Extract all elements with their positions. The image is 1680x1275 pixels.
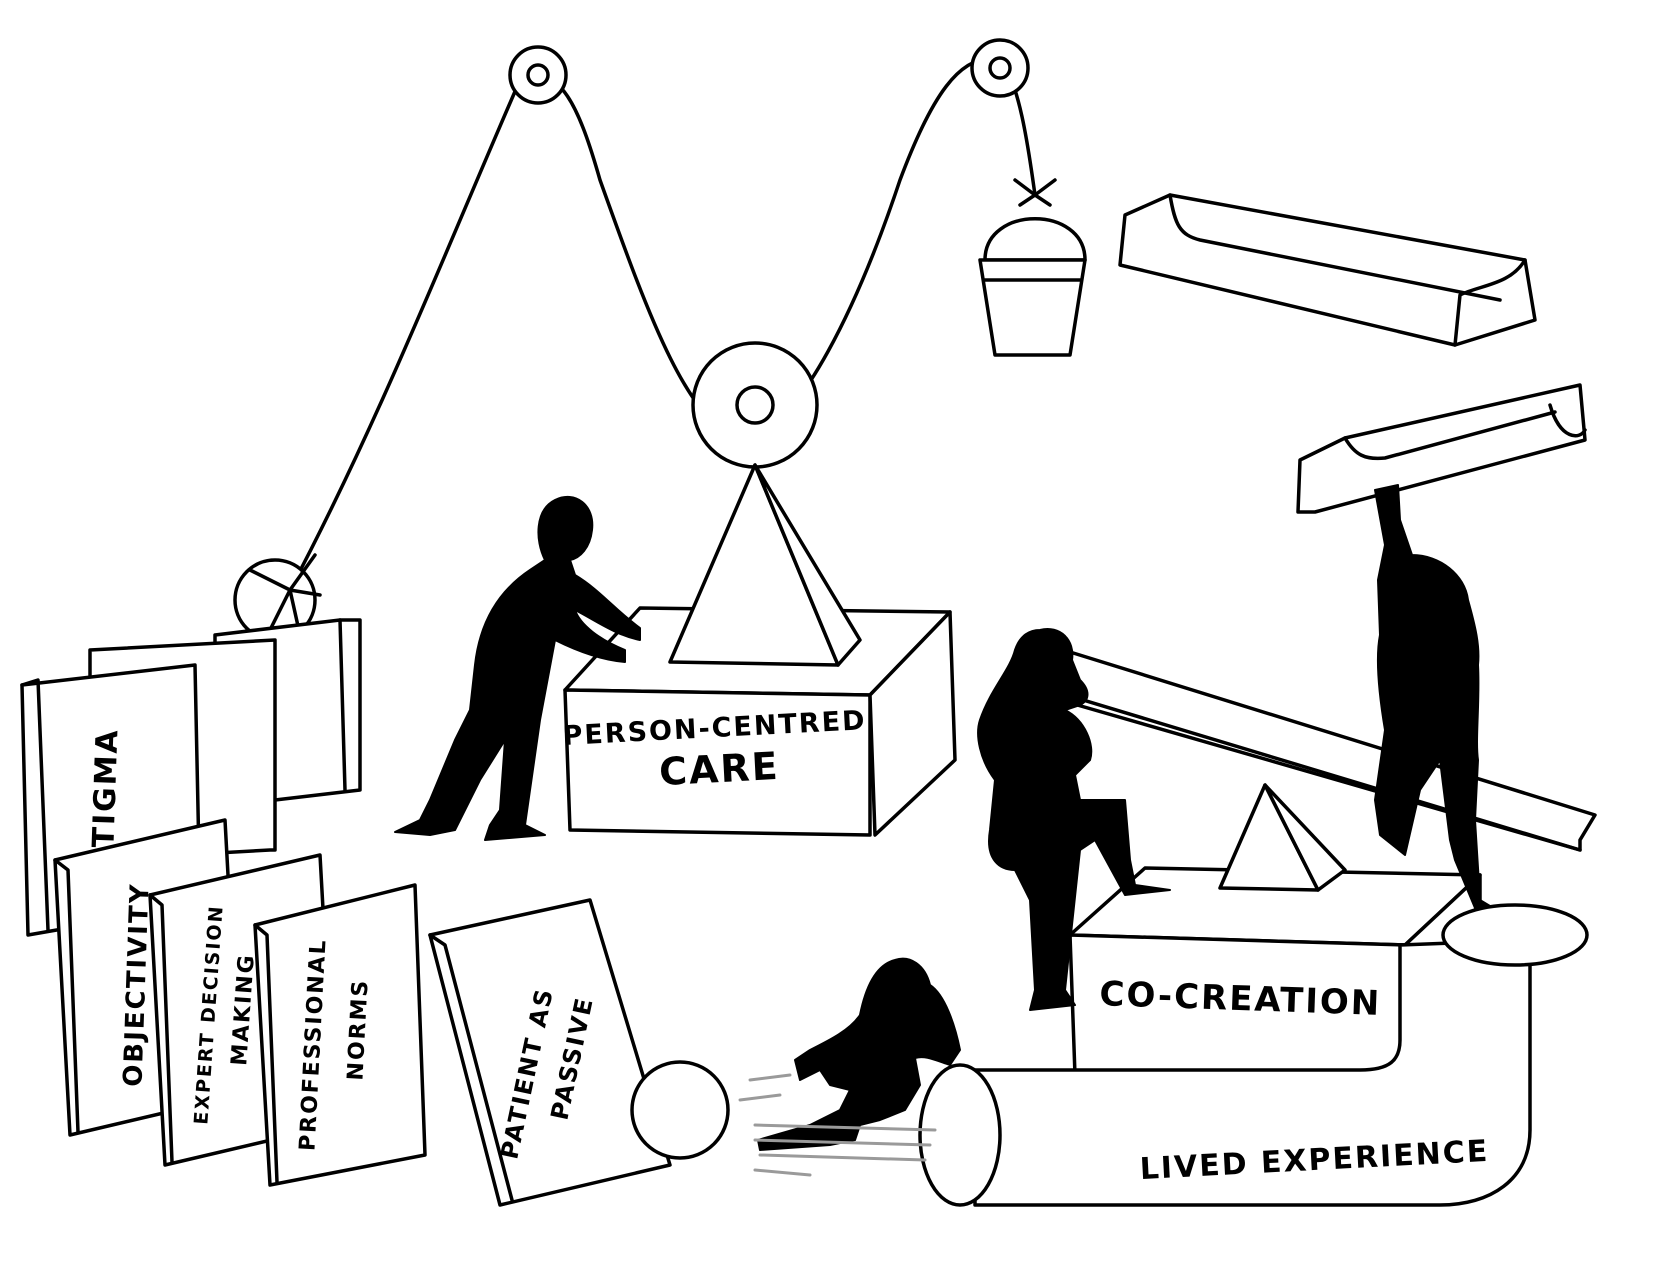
pyramid-icon <box>668 463 862 667</box>
motion-lines <box>738 1073 937 1177</box>
card-professional-norms: PROFESSIONAL NORMS <box>253 883 427 1187</box>
person-silhouette-icon <box>757 957 961 1151</box>
person-silhouette-icon <box>1374 484 1506 921</box>
rope-pulley-system <box>288 38 1037 592</box>
objectivity-label: OBJECTIVITY <box>118 882 155 1087</box>
co-creation-box: CO-CREATION <box>1068 866 1482 1087</box>
chute-icon <box>1296 383 1587 514</box>
tube-icon: LIVED EXPERIENCE <box>918 903 1589 1207</box>
co-creation-label: CO-CREATION <box>1099 974 1382 1024</box>
ball-icon <box>630 1060 730 1160</box>
pulley-icon <box>691 341 819 469</box>
weight-ball-icon <box>233 553 322 642</box>
pulley-icon <box>970 38 1030 98</box>
bucket-icon <box>978 178 1087 357</box>
seesaw-plank <box>1048 650 1597 852</box>
pulley-icon <box>508 45 568 105</box>
chute-icon <box>1118 193 1537 347</box>
professional-norms-label-2: NORMS <box>343 978 373 1081</box>
rope <box>288 57 1037 592</box>
card-patient-as-passive: PATIENT AS PASSIVE <box>428 898 672 1207</box>
pyramid-icon <box>1218 783 1347 892</box>
person-centred-label-2: CARE <box>658 744 781 794</box>
person-silhouette-icon <box>394 495 641 841</box>
person-silhouette-icon <box>977 628 1171 1011</box>
